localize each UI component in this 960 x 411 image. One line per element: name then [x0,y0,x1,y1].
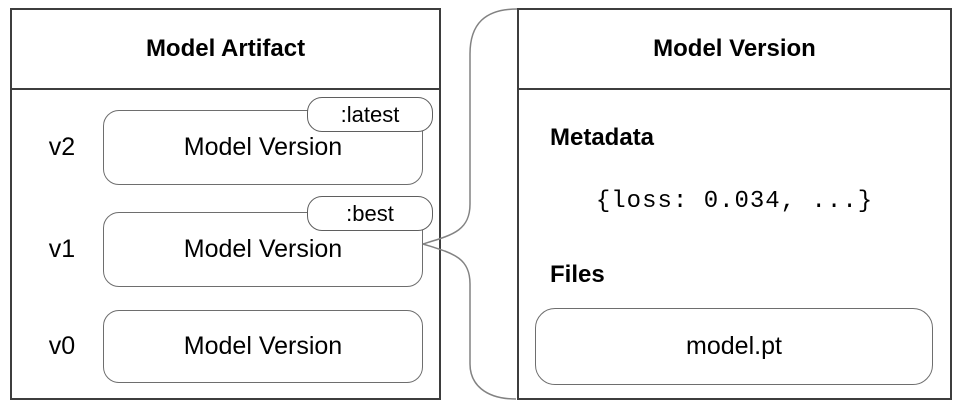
best-tag-badge: :best [307,196,433,231]
version-label-v0: v0 [48,332,76,360]
version-label-v1: v1 [48,235,76,263]
file-name: model.pt [686,332,782,360]
model-version-box-v0-label: Model Version [183,332,343,360]
file-box: model.pt [535,308,933,385]
model-version-box-v1-label: Model Version [183,235,343,263]
model-artifact-header: Model Artifact [12,10,439,90]
version-label-v2: v2 [48,133,76,161]
model-version-box-v0: Model Version [103,310,423,383]
model-version-title: Model Version [653,35,816,62]
latest-tag-label: :latest [340,101,400,127]
model-version-box-v1: Model Version [103,212,423,287]
latest-tag-badge: :latest [307,97,433,132]
model-version-header: Model Version [519,10,950,90]
model-artifact-panel: Model Artifact v2 Model Version :latest … [10,8,441,400]
files-heading: Files [550,261,605,288]
model-version-panel: Model Version Metadata {loss: 0.034, ...… [517,8,952,400]
model-artifact-title: Model Artifact [145,35,306,62]
model-version-box-v2-label: Model Version [183,133,343,161]
metadata-heading: Metadata [550,124,655,151]
best-tag-label: :best [346,200,394,226]
metadata-value: {loss: 0.034, ...} [595,188,874,215]
